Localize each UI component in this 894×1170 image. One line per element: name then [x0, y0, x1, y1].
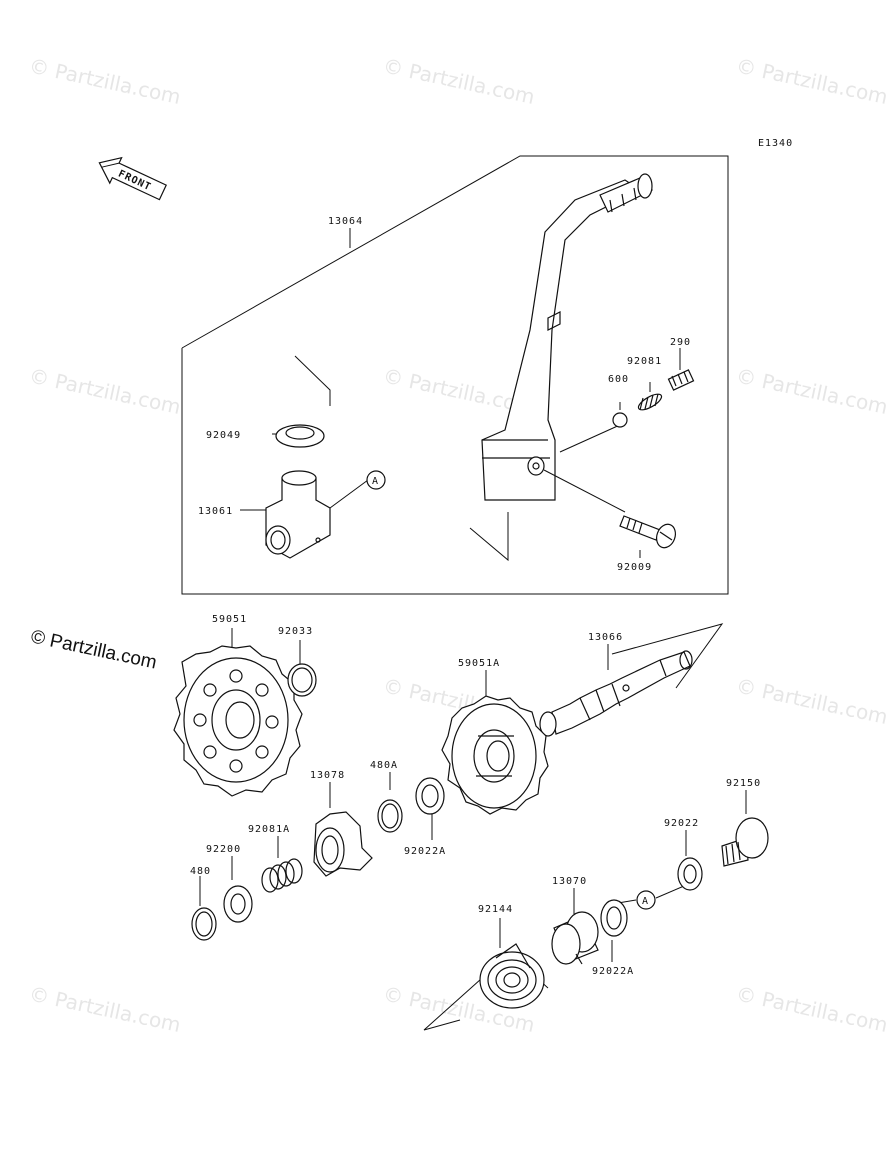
part-label-92144: 92144: [478, 904, 513, 915]
part-label-92150: 92150: [726, 778, 761, 789]
watermark-text: © Partzilla.com: [734, 673, 890, 729]
part-label-92081A: 92081A: [248, 824, 290, 835]
circlip-480: [191, 907, 217, 941]
watermark-text: © Partzilla.com: [381, 53, 537, 109]
watermark-text: © Partzilla.com: [734, 981, 890, 1037]
part-label-92022A-lower: 92022A: [592, 966, 634, 977]
kick-shaft-13066: [539, 650, 693, 737]
part-label-13070: 13070: [552, 876, 587, 887]
washer-92200: [223, 885, 253, 923]
part-label-59051A: 59051A: [458, 658, 500, 669]
ball-600: [612, 412, 628, 428]
watermark-text: © Partzilla.com: [27, 363, 183, 419]
washer-92022A-lower: [600, 899, 628, 937]
bolt-92009: [619, 515, 677, 549]
part-label-290: 290: [670, 337, 691, 348]
collar-13070: [551, 911, 599, 965]
callout-a-top: A: [366, 470, 386, 490]
part-labels: 13064 290 92081 600 92049 13061 92009 59…: [190, 216, 761, 977]
part-label-92200: 92200: [206, 844, 241, 855]
part-label-480A: 480A: [370, 760, 398, 771]
callout-a-lower: A: [636, 890, 656, 910]
part-label-92081: 92081: [627, 356, 662, 367]
part-label-600: 600: [608, 374, 629, 385]
kick-shaft-joint-13061: [265, 470, 331, 559]
part-label-13064: 13064: [328, 216, 363, 227]
spring-92081: [637, 393, 663, 411]
callout-label: A: [372, 476, 379, 487]
kick-spring-92144: [479, 943, 545, 1009]
main-watermark: © Partzilla.com: [29, 626, 159, 673]
part-label-59051: 59051: [212, 614, 247, 625]
watermark-text: © Partzilla.com: [27, 53, 183, 109]
front-arrow-icon: FRONT: [98, 156, 167, 201]
bolt-92150: [721, 817, 769, 867]
part-label-92022: 92022: [664, 818, 699, 829]
watermarks: © Partzilla.com © Partzilla.com © Partzi…: [27, 53, 890, 1037]
diagram-code: E1340: [758, 138, 793, 149]
washer-92022A-upper: [415, 777, 445, 815]
kick-pedal-lever: [481, 173, 654, 501]
part-label-92022A-upper: 92022A: [404, 846, 446, 857]
washer-92022: [677, 857, 703, 891]
part-label-13061: 13061: [198, 506, 233, 517]
leader-lines-lower: [199, 623, 747, 1031]
watermark-text: © Partzilla.com: [734, 53, 890, 109]
part-label-480: 480: [190, 866, 211, 877]
kick-pedal-assembly-frame: [181, 155, 729, 595]
spring-92081A: [261, 858, 303, 893]
part-label-13066: 13066: [588, 632, 623, 643]
part-label-13078: 13078: [310, 770, 345, 781]
leader-lines-top: [240, 348, 681, 562]
callout-label: A: [642, 896, 649, 907]
circlip-480A: [377, 799, 403, 833]
ratchet-13078: [313, 811, 373, 877]
part-label-92049: 92049: [206, 430, 241, 441]
watermark-text: © Partzilla.com: [734, 363, 890, 419]
circlip-92033: [287, 663, 317, 697]
watermark-text: © Partzilla.com: [27, 981, 183, 1037]
kick-idle-gear-59051A: [441, 695, 549, 815]
kick-gear-59051: [173, 645, 303, 797]
plug-290: [667, 369, 695, 391]
part-label-92033: 92033: [278, 626, 313, 637]
part-label-92009: 92009: [617, 562, 652, 573]
oil-seal-92049: [275, 424, 325, 448]
